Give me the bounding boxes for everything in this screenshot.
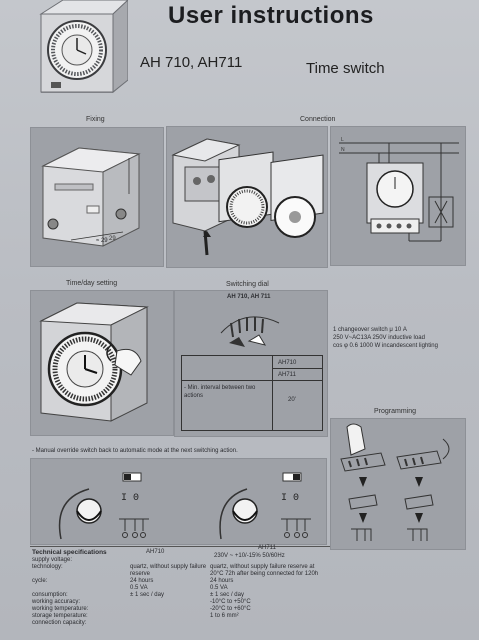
manual-override-note: - Manual override switch back to automat… bbox=[32, 448, 238, 454]
time-switch-product-image bbox=[33, 0, 128, 93]
tech-specs-heading: Technical specifications bbox=[32, 549, 107, 556]
spec-value-ah711: -20°C to +60°C bbox=[210, 606, 251, 612]
fixing-caption: Fixing bbox=[86, 116, 105, 123]
fixing-panel: 29 bbox=[30, 127, 164, 267]
spec-value-ah711: 1 to 6 mm² bbox=[210, 613, 239, 619]
svg-text:29: 29 bbox=[109, 236, 116, 242]
spec-value-ah710: reserve bbox=[130, 571, 151, 577]
spec-label: working accuracy: bbox=[32, 599, 81, 605]
switch-label-left: I 0 bbox=[121, 493, 140, 504]
time-day-setting-panel bbox=[30, 290, 174, 436]
table-header-ah710: AH710 bbox=[278, 360, 297, 366]
spec-label: consumption: bbox=[32, 592, 68, 598]
svg-text:L: L bbox=[341, 137, 344, 143]
spec-label: technology: bbox=[32, 564, 63, 570]
tech-specs-supply: 230V ~ +10/-15% 50/60Hz bbox=[214, 553, 285, 559]
time-day-setting-caption: Time/day setting bbox=[66, 280, 118, 287]
interval-table: AH710 AH711 - Min. interval between two … bbox=[181, 355, 323, 431]
switching-dial-caption: Switching dial bbox=[226, 281, 269, 288]
relay-spec-line2: 250 V~AC13A 250V inductive load bbox=[333, 335, 425, 341]
switching-dial-panel: AH 710, AH 711 AH710 AH711 - Min. interv… bbox=[174, 290, 328, 437]
programming-panel bbox=[330, 418, 466, 550]
connection-exploded-panel bbox=[166, 126, 328, 268]
table-row-label: - Min. interval between two actions bbox=[184, 385, 256, 399]
programming-caption: Programming bbox=[374, 408, 417, 415]
relay-spec-line3: cos φ 0.6 1000 W incandescent lighting bbox=[333, 343, 438, 349]
spec-value-ah711: -10°C to +50°C bbox=[210, 599, 251, 605]
spec-value-ah711: quartz, without supply failure reserve a… bbox=[210, 564, 315, 570]
spec-value-ah710: ± 1 sec / day bbox=[130, 592, 164, 598]
tech-specs-col-ah710: AH710 bbox=[146, 549, 165, 555]
spec-label: connection capacity: bbox=[32, 620, 87, 626]
spec-value-ah710: 0.5 VA bbox=[130, 585, 148, 591]
spec-label: cycle: bbox=[32, 578, 48, 584]
spec-value-ah711: 20°C 72h after being connected for 120h bbox=[210, 571, 319, 577]
product-subtitle: Time switch bbox=[306, 60, 385, 77]
model-numbers: AH 710, AH711 bbox=[140, 54, 243, 71]
connection-wiring-panel: L N bbox=[330, 126, 466, 266]
spec-label: storage temperature: bbox=[32, 613, 88, 619]
switching-dial-models: AH 710, AH 711 bbox=[227, 294, 271, 300]
spec-value-ah710: quartz, without supply failure bbox=[130, 564, 207, 570]
spec-value-ah711: 0.5 VA bbox=[210, 585, 228, 591]
table-row-value: 20' bbox=[288, 397, 296, 403]
svg-text:N: N bbox=[341, 147, 345, 153]
spec-label: working temperature: bbox=[32, 606, 89, 612]
tech-specs-col-ah711: AH711 bbox=[258, 545, 276, 551]
spec-label: supply voltage: bbox=[32, 557, 73, 563]
table-header-ah711: AH711 bbox=[278, 372, 296, 378]
connection-caption: Connection bbox=[300, 116, 336, 123]
spec-value-ah711: ± 1 sec / day bbox=[210, 592, 244, 598]
manual-override-panel: I 0 I 0 bbox=[30, 458, 327, 545]
page-title: User instructions bbox=[168, 2, 374, 29]
switch-label-right: I 0 bbox=[281, 493, 300, 504]
fixing-dimension-label: ≈ 29 bbox=[96, 238, 108, 244]
spec-divider bbox=[30, 546, 330, 547]
spec-value-ah711: 24 hours bbox=[210, 578, 234, 584]
spec-value-ah710: 24 hours bbox=[130, 578, 154, 584]
relay-spec-line1: 1 changeover switch μ 10 A bbox=[333, 327, 407, 333]
